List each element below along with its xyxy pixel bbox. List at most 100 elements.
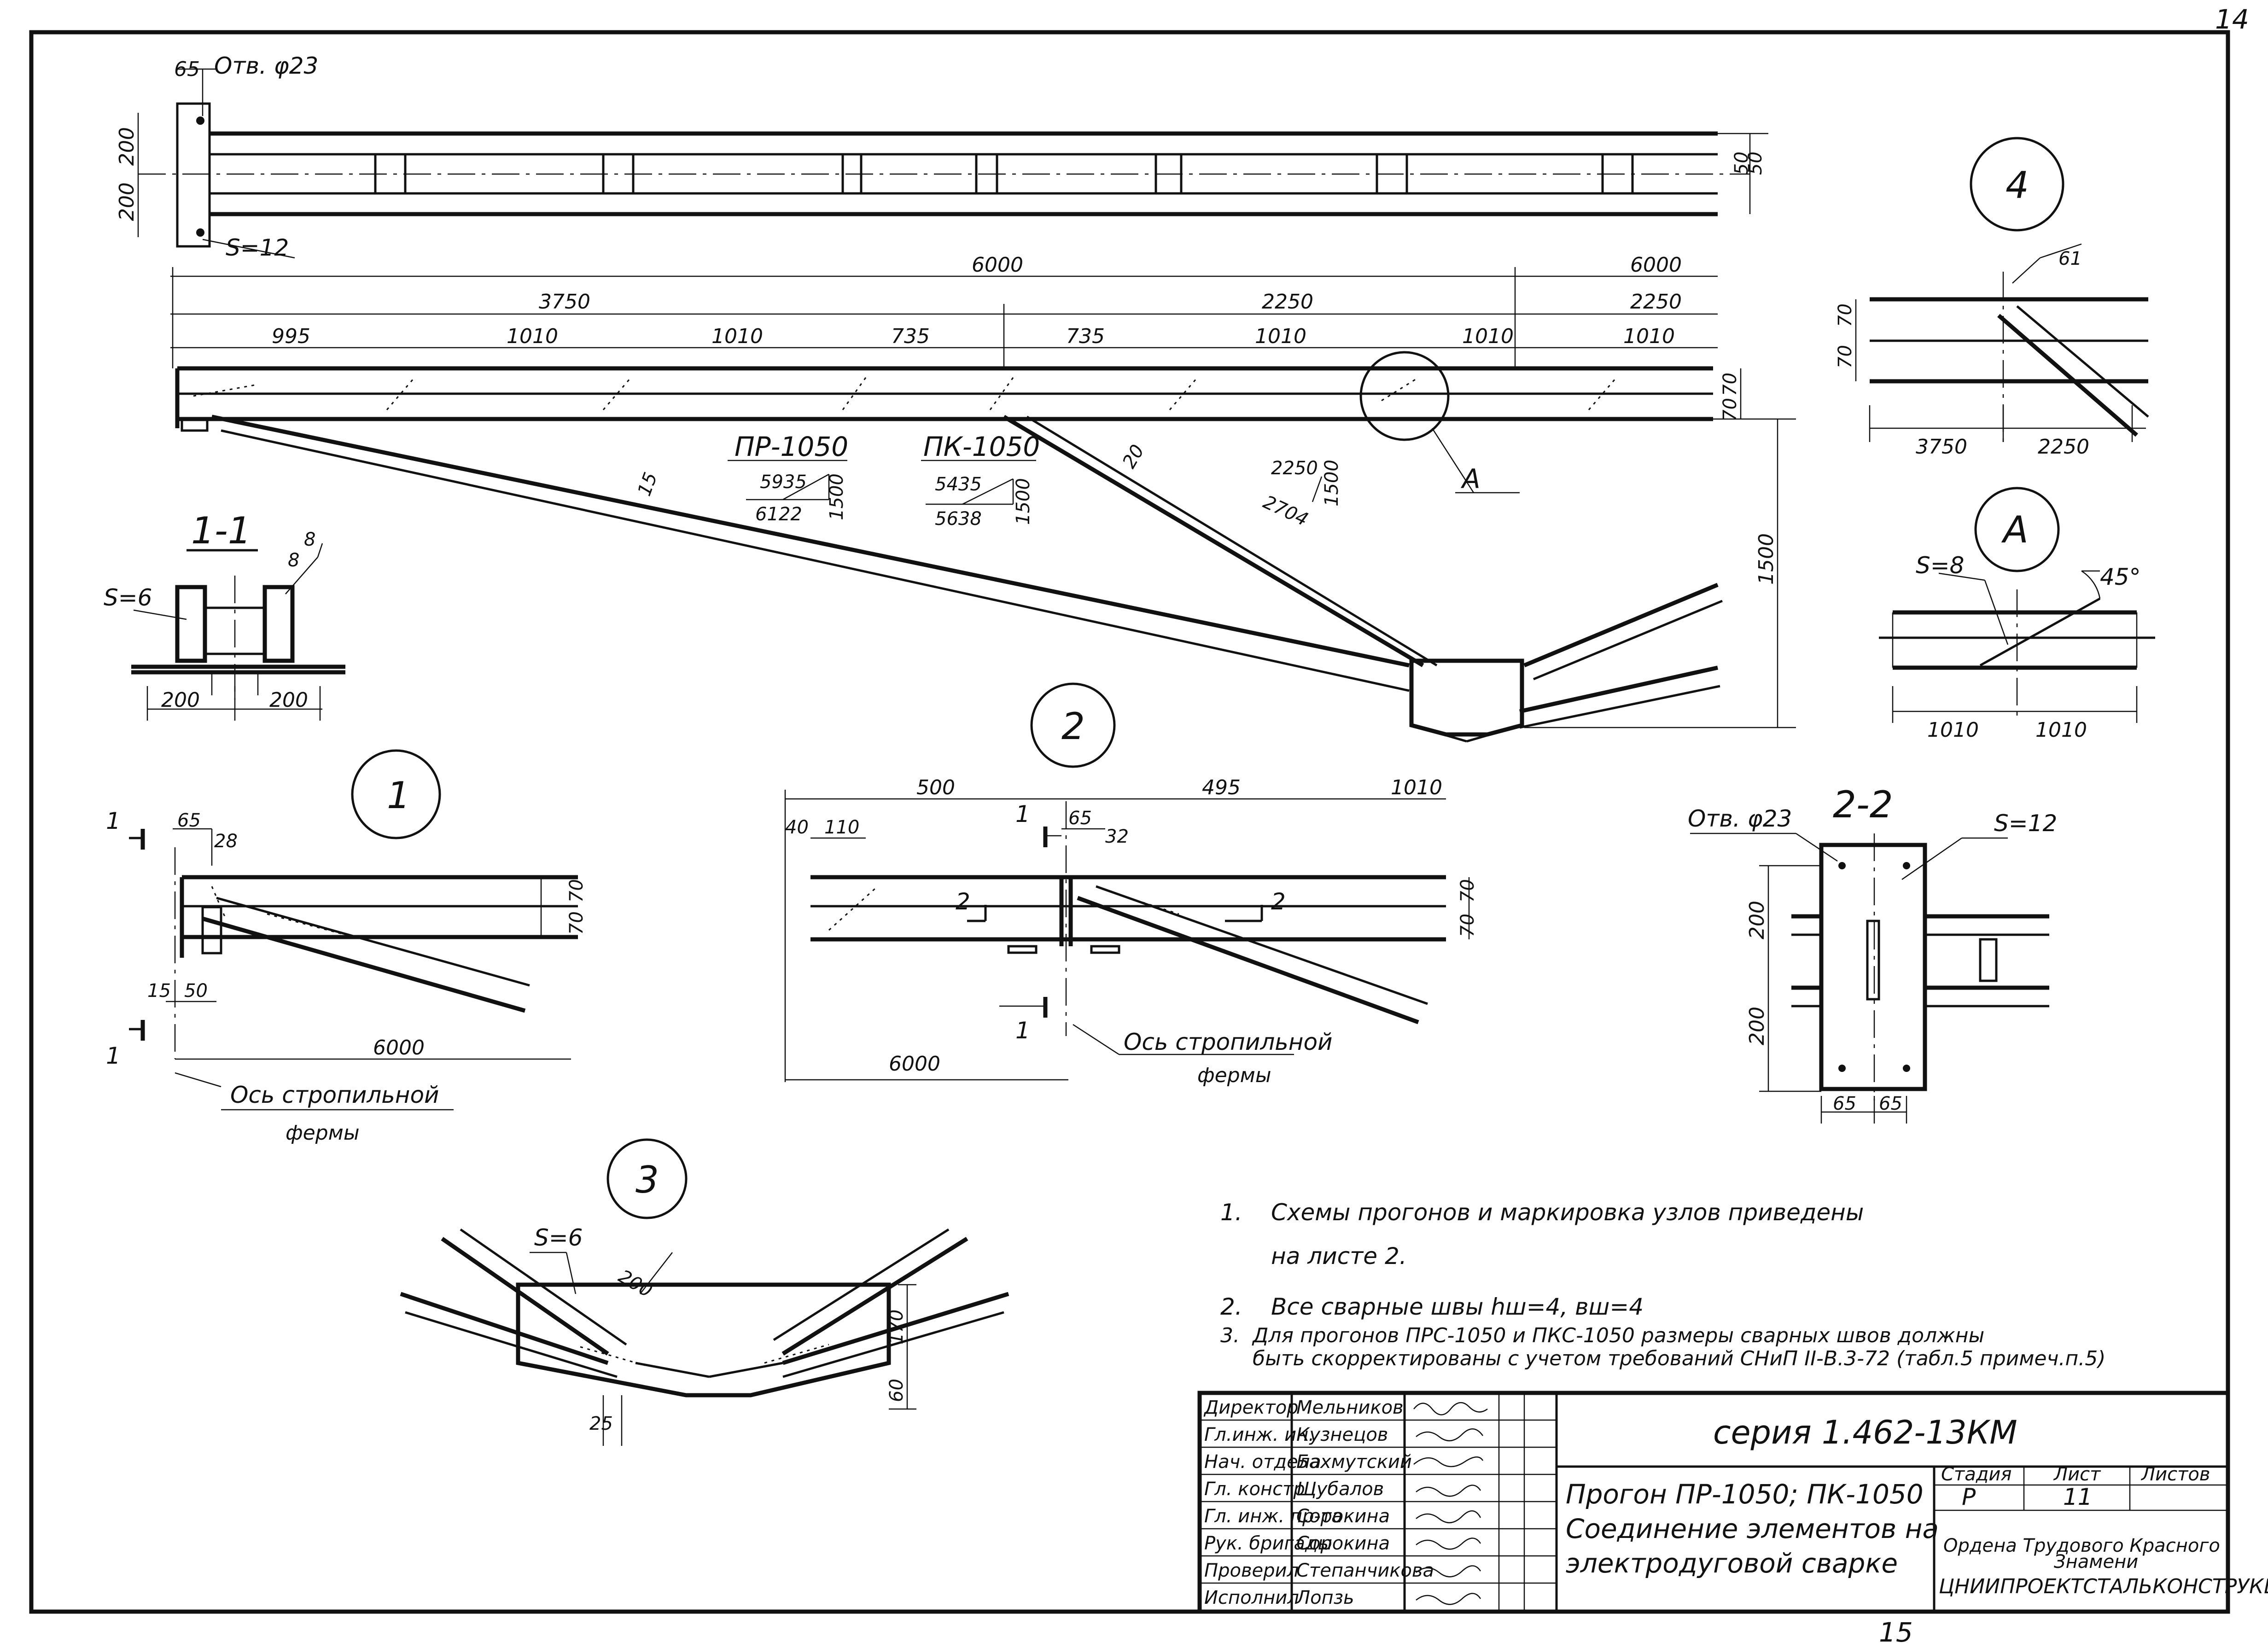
tb-role: Гл. констр [1204, 1479, 1305, 1500]
node-4-dim-2250: 2250 [2038, 435, 2089, 459]
node-3-number: 3 [636, 1159, 659, 1201]
node-a-callout [1359, 351, 1450, 441]
node-4-dim-70a: 70 [1835, 303, 1856, 327]
node-2-dim-32: 32 [1105, 826, 1129, 847]
node-a-detail-letter: А [2001, 508, 2029, 551]
panel-dim: 1010 [507, 325, 558, 348]
node-2-dim-65: 65 [1068, 808, 1092, 829]
top-dim-200b: 200 [115, 182, 139, 221]
panel-dim: 1010 [1462, 325, 1514, 348]
panel-dim: 1010 [1623, 325, 1675, 348]
pr-side: 1500 [826, 473, 847, 520]
node-3-detail [400, 1228, 1009, 1446]
chord-dim-70b: 70 [1720, 398, 1741, 421]
tb-role: Исполнил [1204, 1587, 1299, 1608]
pr-top: 5935 [760, 472, 807, 493]
dim-3750: 3750 [539, 290, 590, 314]
d3-top: 2250 [1271, 458, 1318, 479]
node-a-dim-b: 1010 [2035, 718, 2087, 742]
dim-2250a: 2250 [1262, 290, 1313, 314]
node-2-cut-2-right: 2 [1271, 888, 1286, 915]
node-2-dim-70a: 70 [1457, 879, 1478, 903]
note-2-text: Все сварные швы hш=4, вш=4 [1271, 1293, 1644, 1320]
tb-name: Щубалов [1296, 1479, 1384, 1500]
pk-mark: ПК-1050 [923, 431, 1040, 462]
tb-name: Лопзь [1295, 1587, 1354, 1608]
node-2-number: 2 [1061, 705, 1085, 748]
node-1-dim-6000: 6000 [373, 1036, 425, 1060]
tb-name: Бахмутский [1296, 1451, 1412, 1473]
note-3-cont: быть скорректированы с учетом требований… [1253, 1347, 2105, 1370]
end-plate-plan [176, 102, 211, 248]
notes: 1. Схемы прогонов и маркировка узлов при… [1220, 1199, 2105, 1370]
right-dim-50b: 50 [1745, 151, 1766, 175]
node-1-dim-50: 50 [184, 980, 208, 1002]
node-2-detail [784, 790, 1470, 1082]
node-4-number: 4 [2006, 164, 2029, 207]
note-3-text: Для прогонов ПРС-1050 и ПКС-1050 размеры… [1252, 1324, 1984, 1347]
node-2-dim-40: 40 [785, 817, 809, 838]
section-1-1-plate: S=6 [104, 584, 152, 611]
node-1-axis-1: Ось стропильной [230, 1082, 439, 1108]
panel-dim: 735 [891, 325, 930, 348]
note-1-text: Схемы прогонов и маркировка узлов привед… [1271, 1199, 1864, 1226]
section-2-2-dim-b: 200 [1745, 1007, 1769, 1045]
tb-role: Директор [1203, 1397, 1299, 1418]
org-line-3: ЦНИИПРОЕКТСТАЛЬКОНСТРУКЦИЯ [1939, 1575, 2268, 1598]
node-1-number: 1 [387, 774, 410, 817]
truss-elevation [175, 351, 1796, 743]
node-a-angle: 45° [2100, 564, 2141, 590]
node-4-callout [1970, 137, 2064, 232]
stage-value: Р [1962, 1484, 1976, 1510]
node-1-callout [351, 749, 441, 839]
corner-number: 14 [2215, 4, 2249, 35]
top-hole-label: Отв. φ23 [214, 52, 318, 79]
node-2-axis-2: фермы [1197, 1064, 1271, 1087]
node-1-detail [129, 828, 578, 1111]
section-2-2-dim-a: 200 [1745, 901, 1769, 939]
node-1-dim-70b: 70 [566, 911, 587, 935]
dim-total-right: 6000 [1630, 253, 1682, 277]
node-3-dim-200: 200 [615, 1266, 656, 1302]
sheets-header: Листов [2140, 1464, 2210, 1485]
node-3-callout [606, 1138, 688, 1219]
pk-bottom: 5638 [935, 508, 982, 530]
panel-dim: 1010 [711, 325, 763, 348]
tb-role: Гл. инж. пр-та [1204, 1506, 1343, 1527]
pr-mark: ПР-1050 [735, 431, 848, 462]
node-4-dim-70b: 70 [1835, 345, 1856, 368]
pk-side: 1500 [1013, 478, 1034, 525]
weld-15: 15 [634, 470, 662, 499]
tb-role: Проверил [1204, 1560, 1299, 1581]
node-2-dim-110: 110 [824, 817, 859, 838]
node-3-dim-170: 170 [886, 1310, 907, 1345]
panel-dim: 1010 [1255, 325, 1306, 348]
node-2-cut-2-left: 2 [956, 888, 970, 915]
node-2-cut-1-top: 1 [1015, 801, 1030, 827]
stage-header: Стадия [1941, 1464, 2011, 1485]
node-a-plate: S=8 [1916, 552, 1964, 579]
node-1-dim-70a: 70 [566, 879, 587, 903]
sheet-frame [29, 30, 2230, 1614]
dim-total-left: 6000 [972, 253, 1023, 277]
node-2-axis-1: Ось стропильной [1124, 1029, 1333, 1055]
tb-name: Сорокина [1296, 1506, 1390, 1527]
height-1500: 1500 [1755, 533, 1778, 585]
node-a-label: А [1460, 463, 1481, 495]
node-2-dim-70b: 70 [1457, 914, 1478, 937]
pk-top: 5435 [935, 474, 982, 495]
section-2-2-plate: S=12 [1994, 810, 2057, 837]
title-block [1197, 1391, 2230, 1614]
org-line-2: Знамени [2054, 1551, 2138, 1572]
section-1-1 [131, 543, 345, 721]
tb-name: Мельников [1296, 1397, 1404, 1418]
chord-dim-70a: 70 [1720, 373, 1741, 396]
section-2-2-title: 2-2 [1833, 783, 1893, 826]
d3-bottom: 2704 [1260, 491, 1312, 530]
weld-20: 20 [1119, 441, 1149, 472]
node-1-cut-bottom: 1 [106, 1042, 121, 1069]
node-1-dim-15: 15 [147, 980, 171, 1002]
section-1-1-dim-a: 200 [161, 688, 200, 712]
note-3-num: 3. [1220, 1324, 1240, 1347]
